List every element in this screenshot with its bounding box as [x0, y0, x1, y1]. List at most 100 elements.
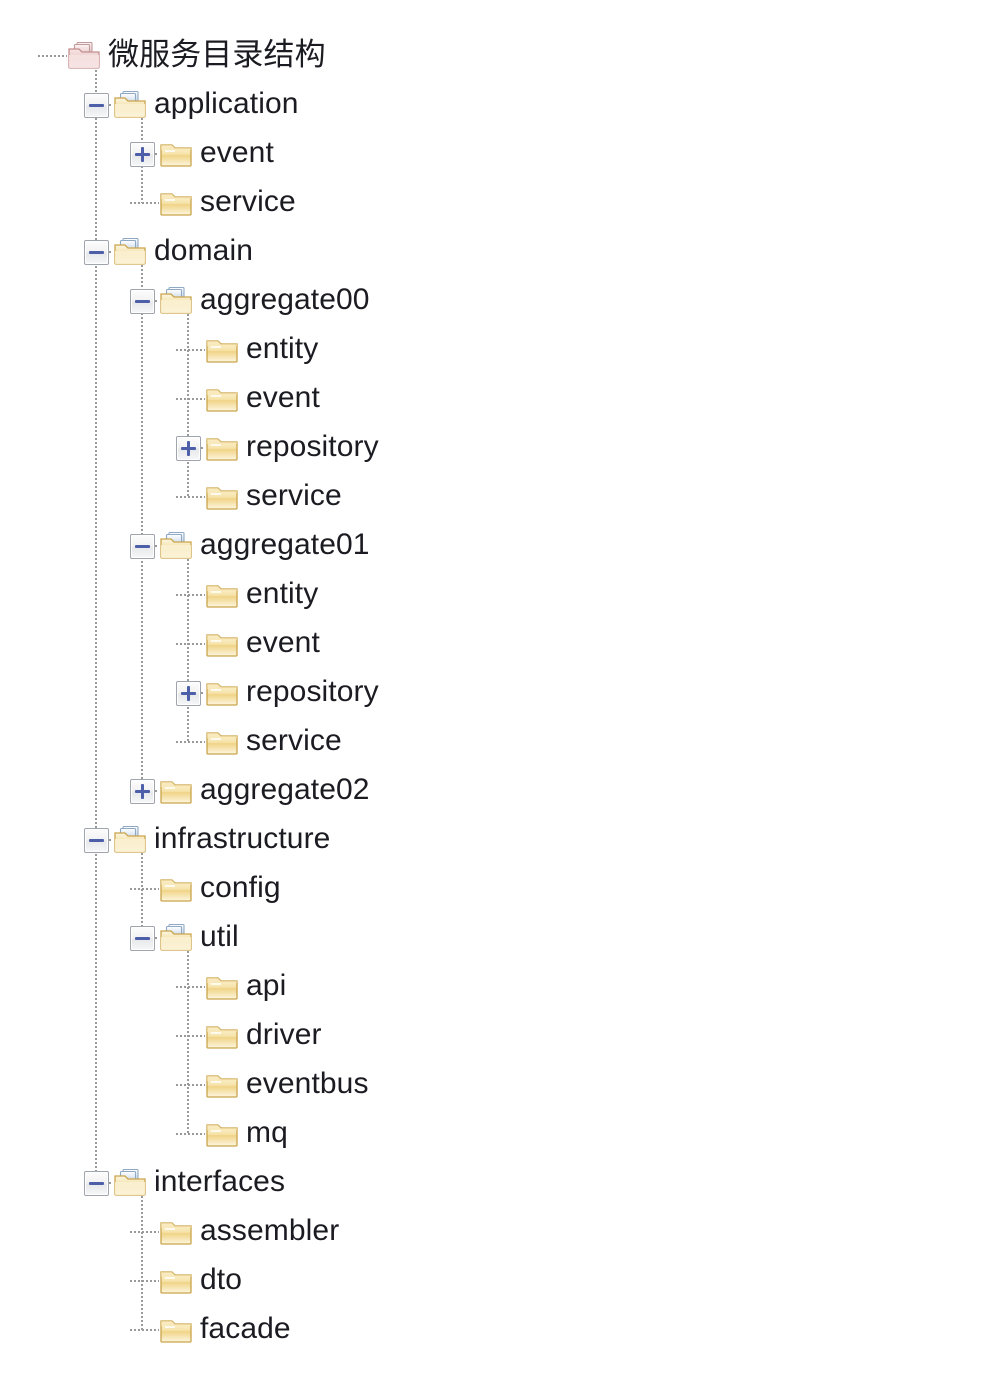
tree-node-app-event[interactable]: event [0, 129, 982, 178]
collapse-toggle-minus-box-icon[interactable] [130, 288, 155, 314]
tree-node-label: service [246, 478, 342, 512]
tree-node-label: aggregate02 [200, 772, 370, 806]
expand-toggle-plus-box-icon[interactable] [176, 435, 201, 461]
collapse-toggle-minus-box-icon[interactable] [130, 533, 155, 559]
expand-toggle-plus-box-icon[interactable] [130, 141, 155, 167]
tree-node-util-mq[interactable]: mq [0, 1109, 982, 1158]
tree-node-label: entity [246, 331, 319, 365]
tree-guide-line-vertical [187, 558, 189, 742]
tree-node-label: entity [246, 576, 319, 610]
tree-guide-line-vertical [187, 950, 189, 1134]
expand-toggle-plus-box-icon[interactable] [176, 680, 201, 706]
tree-node-label: 微服务目录结构 [108, 36, 326, 73]
tree-guide-line-horizontal [155, 789, 159, 792]
tree-node-label: repository [246, 674, 379, 708]
tree-node-agg00-event[interactable]: event [0, 374, 982, 423]
tree-node-util-api[interactable]: api [0, 962, 982, 1011]
tree-guide-line-horizontal [155, 152, 159, 155]
collapse-toggle-minus-box-icon[interactable] [84, 239, 109, 265]
tree-node-util-eventbus[interactable]: eventbus [0, 1060, 982, 1109]
tree-node-aggregate00[interactable]: aggregate00 [0, 276, 982, 325]
tree-guide-line-horizontal [176, 642, 205, 645]
tree-node-label: util [200, 919, 239, 953]
collapse-toggle-minus-box-icon[interactable] [84, 1170, 109, 1196]
tree-guide-line-horizontal [130, 201, 159, 204]
folder-closed-icon [159, 776, 193, 806]
tree-node-agg00-entity[interactable]: entity [0, 325, 982, 374]
collapse-toggle-minus-box-icon[interactable] [130, 925, 155, 951]
tree-node-agg00-service[interactable]: service [0, 472, 982, 521]
tree-guide-line-vertical [141, 264, 143, 791]
tree-node-util-driver[interactable]: driver [0, 1011, 982, 1060]
folder-closed-icon [159, 874, 193, 904]
tree-guide-line-vertical [95, 69, 97, 1183]
tree-node-label: interfaces [154, 1164, 286, 1198]
tree-guide-line-horizontal [130, 1279, 159, 1282]
tree-node-agg01-repository[interactable]: repository [0, 668, 982, 717]
tree-node-agg01-entity[interactable]: entity [0, 570, 982, 619]
tree-node-label: repository [246, 429, 379, 463]
folder-closed-icon [205, 972, 239, 1002]
tree-guide-line-horizontal [176, 985, 205, 988]
folder-closed-icon [205, 629, 239, 659]
tree-guide-line-horizontal [155, 544, 159, 547]
folder-open-icon [113, 1168, 147, 1198]
folder-closed-icon [159, 139, 193, 169]
tree-node-app-service[interactable]: service [0, 178, 982, 227]
tree-guide-line-vertical [187, 313, 189, 497]
tree-node-label: infrastructure [154, 821, 331, 855]
tree-node-util[interactable]: util [0, 913, 982, 962]
folder-closed-icon [205, 384, 239, 414]
tree-guide-line-horizontal [109, 838, 113, 841]
tree-node-label: service [200, 184, 296, 218]
folder-closed-icon [205, 580, 239, 610]
folder-open-icon [113, 90, 147, 120]
expand-toggle-plus-box-icon[interactable] [130, 778, 155, 804]
tree-node-application[interactable]: application [0, 80, 982, 129]
tree-guide-line-vertical [141, 1195, 143, 1330]
tree-guide-line-horizontal [176, 348, 205, 351]
tree-node-intf-facade[interactable]: facade [0, 1305, 982, 1354]
folder-open-icon [113, 825, 147, 855]
tree-guide-line-horizontal [176, 397, 205, 400]
tree-node-domain[interactable]: domain [0, 227, 982, 276]
tree-node-infra-config[interactable]: config [0, 864, 982, 913]
folder-open-icon [113, 237, 147, 267]
tree-node-infrastructure[interactable]: infrastructure [0, 815, 982, 864]
tree-node-agg01-service[interactable]: service [0, 717, 982, 766]
tree-node-label: dto [200, 1262, 243, 1296]
tree-node-root[interactable]: 微服务目录结构 [0, 31, 982, 80]
tree-node-aggregate01[interactable]: aggregate01 [0, 521, 982, 570]
folder-open-icon [159, 923, 193, 953]
tree-guide-line-horizontal [201, 446, 205, 449]
tree-node-interfaces[interactable]: interfaces [0, 1158, 982, 1207]
tree-node-label: event [200, 135, 274, 169]
tree-guide-line-horizontal [109, 250, 113, 253]
tree-guide-line-horizontal [109, 1181, 113, 1184]
folder-closed-icon [159, 1315, 193, 1345]
folder-open-icon [159, 286, 193, 316]
tree-node-intf-assembler[interactable]: assembler [0, 1207, 982, 1256]
tree-node-label: event [246, 625, 320, 659]
folder-closed-icon [159, 1217, 193, 1247]
tree-node-intf-dto[interactable]: dto [0, 1256, 982, 1305]
folder-closed-icon [205, 482, 239, 512]
tree-node-agg00-repository[interactable]: repository [0, 423, 982, 472]
folder-open-icon [159, 531, 193, 561]
collapse-toggle-minus-box-icon[interactable] [84, 92, 109, 118]
tree-guide-line-horizontal [176, 593, 205, 596]
tree-node-label: driver [246, 1017, 322, 1051]
tree-node-aggregate02[interactable]: aggregate02 [0, 766, 982, 815]
tree-node-label: eventbus [246, 1066, 369, 1100]
tree-node-label: domain [154, 233, 253, 267]
tree-guide-line-horizontal [176, 740, 205, 743]
tree-node-label: service [246, 723, 342, 757]
tree-node-agg01-event[interactable]: event [0, 619, 982, 668]
folder-closed-icon [205, 433, 239, 463]
folder-closed-icon [159, 188, 193, 218]
tree-guide-line-horizontal [176, 495, 205, 498]
tree-guide-line-horizontal [155, 936, 159, 939]
tree-node-label: aggregate01 [200, 527, 370, 561]
folder-closed-icon [205, 1021, 239, 1051]
collapse-toggle-minus-box-icon[interactable] [84, 827, 109, 853]
